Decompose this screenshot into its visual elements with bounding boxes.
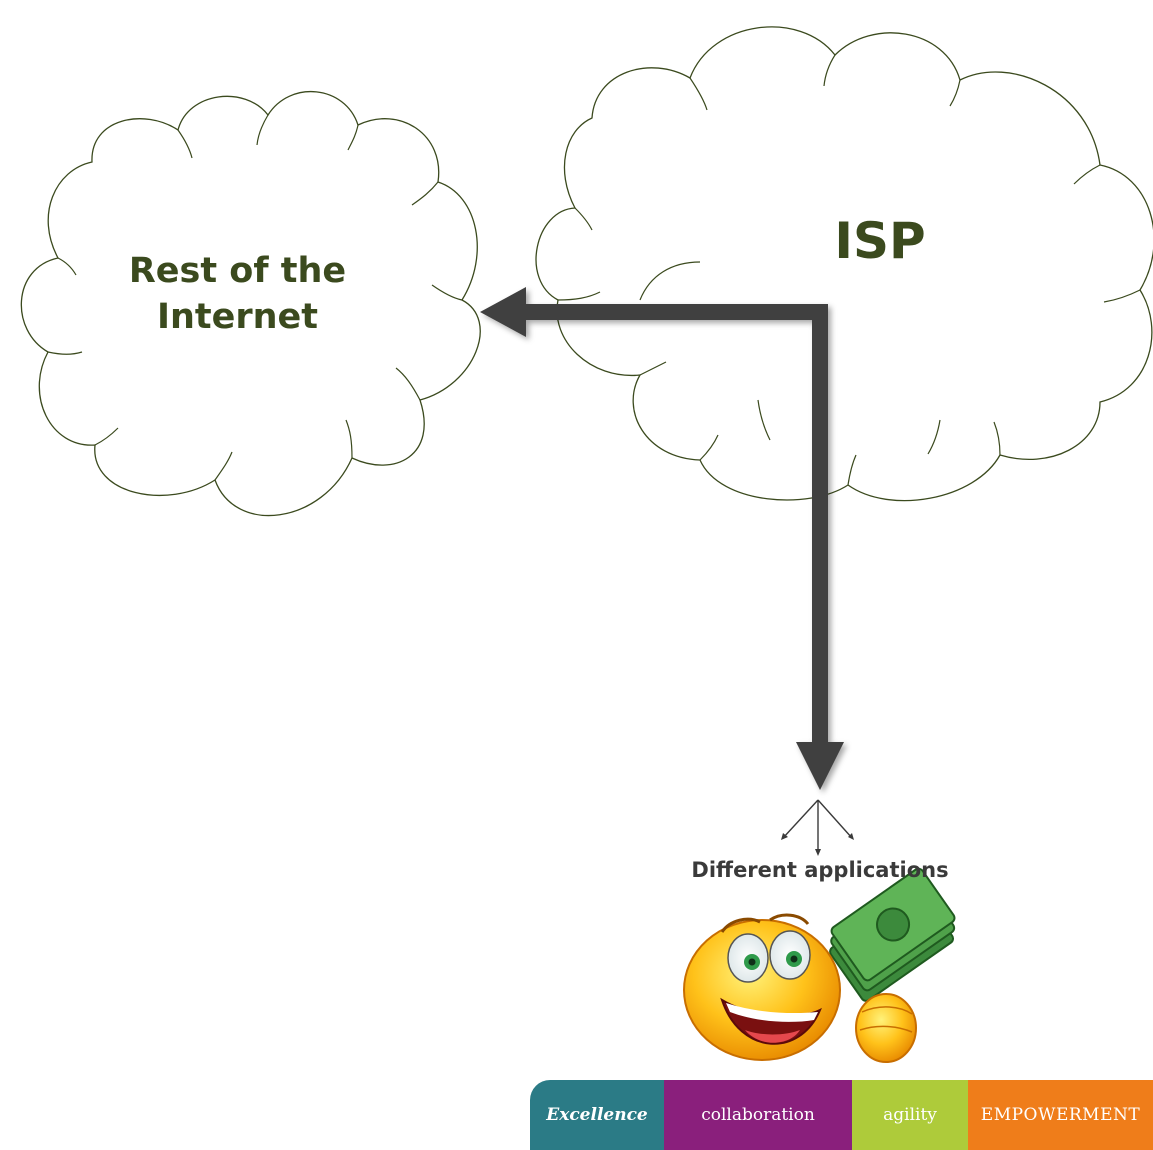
cloud-label-isp: ISP [834,212,926,270]
arrowhead-down [796,742,844,790]
value-collaboration: collaboration [664,1080,852,1150]
value-agility: agility [852,1080,968,1150]
value-empowerment: EMPOWERMENT [968,1080,1153,1150]
applications-label: Different applications [691,858,949,882]
three-way-arrow-icon [781,799,854,856]
arrowhead-left [480,287,526,337]
cloud-label-internet: Rest of the Internet [95,248,380,340]
connector-arrow [480,287,844,790]
cloud-isp [535,26,1153,502]
cloud-label-internet-line2: Internet [156,297,319,338]
values-banner: Excellence collaboration agility EMPOWER… [530,1080,1153,1150]
cloud-rest-of-internet [20,91,481,516]
value-excellence: Excellence [530,1080,664,1150]
smiley-holding-money-icon [683,867,956,1063]
cloud-label-internet-line1: Rest of the [128,251,347,291]
